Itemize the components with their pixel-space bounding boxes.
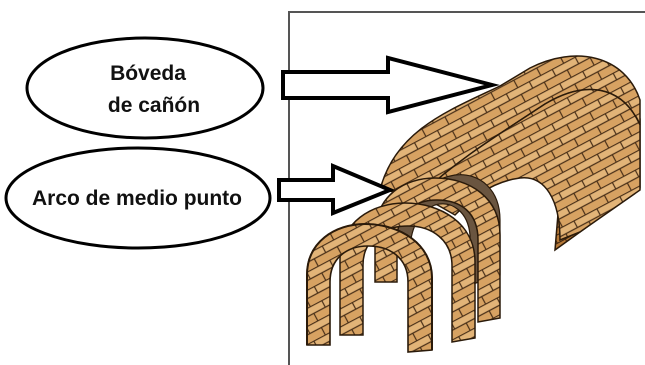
arch-label-bubble: Arco de medio punto (4, 146, 272, 250)
semicircular-arch-illustration (306, 222, 433, 353)
right-arrow-icon (277, 162, 396, 216)
right-arrow-icon (281, 55, 500, 115)
vault-label-bubble: Bóveda de cañón (25, 36, 265, 140)
image-frame (288, 11, 645, 365)
vault-label-ellipse (25, 36, 265, 140)
arch-label-text: Arco de medio punto (32, 187, 242, 210)
vault-label-line2: de cañón (108, 94, 200, 117)
arch-label-ellipse (4, 146, 272, 250)
vault-label-line1: Bóveda (110, 62, 186, 85)
